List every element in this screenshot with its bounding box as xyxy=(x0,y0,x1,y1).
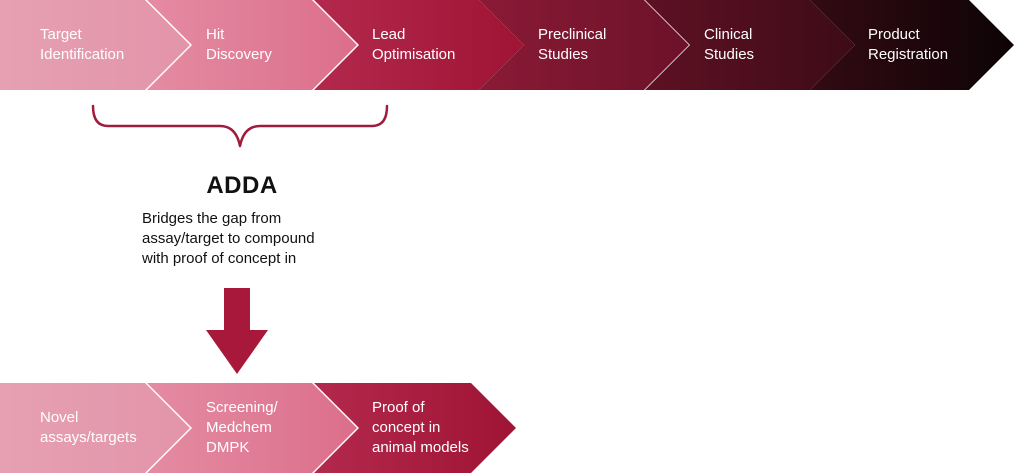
down-arrow-icon xyxy=(206,288,268,374)
stage-label: Lead Optimisation xyxy=(372,26,456,63)
stage-label: Clinical Studies xyxy=(704,26,755,63)
stage-label: Proof of concept in animal models xyxy=(372,399,469,456)
stage-target-identification: Target Identification xyxy=(0,0,190,90)
adda-description: Bridges the gap from assay/target to com… xyxy=(142,209,382,269)
stage-label: Product Registration xyxy=(868,26,949,63)
stage-clinical-studies: Clinical Studies xyxy=(645,0,855,90)
curly-brace-icon xyxy=(91,104,389,148)
stage-label: Target Identification xyxy=(40,26,125,63)
adda-title: ADDA xyxy=(206,172,278,199)
stage-label: Screening/ Medchem DMPK xyxy=(206,399,278,456)
stage-label: Preclinical Studies xyxy=(538,26,607,63)
stage-novel-assays: Novel assays/targets xyxy=(0,383,190,473)
stage-label: Novel assays/targets xyxy=(40,409,137,446)
adda-description-text: Bridges the gap from assay/target to com… xyxy=(142,210,315,267)
stage-label: Hit Discovery xyxy=(206,26,272,63)
